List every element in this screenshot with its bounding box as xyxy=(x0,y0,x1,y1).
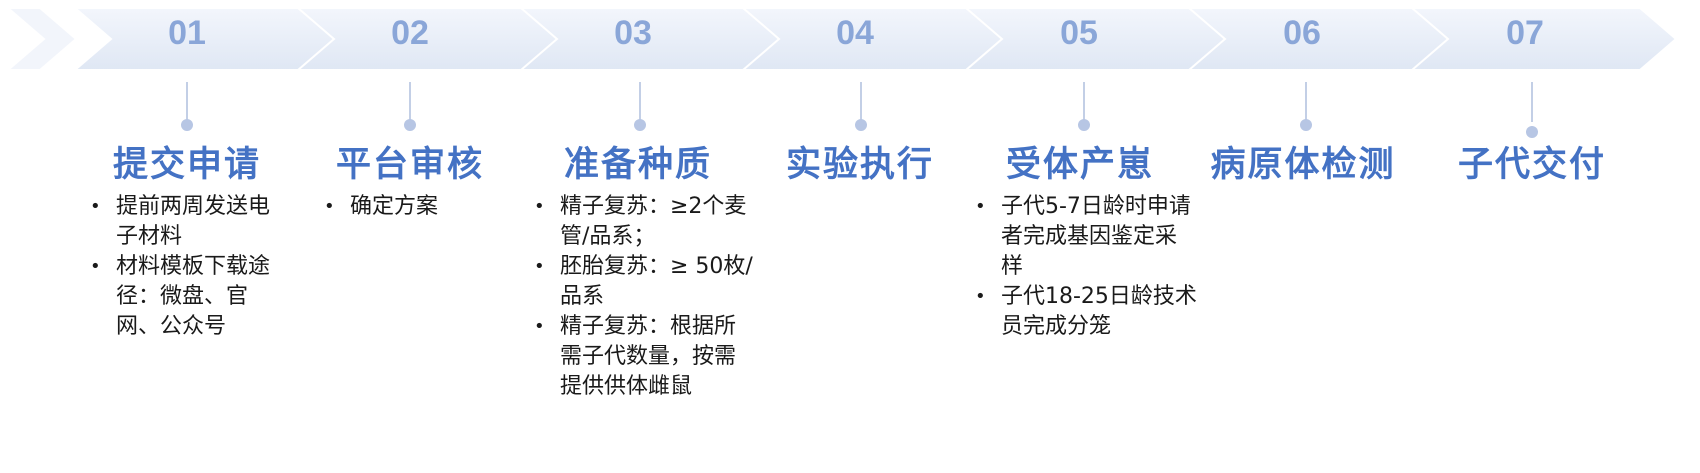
step-6-number: 06 xyxy=(1283,14,1321,52)
step-5-connector xyxy=(1083,82,1085,122)
step-2-connector xyxy=(409,82,411,122)
step-4-connector xyxy=(860,82,862,122)
step-1-items: 提前两周发送电子材料 材料模板下载途径：微盘、官网、公众号 xyxy=(88,192,278,342)
step-7-title: 子代交付 xyxy=(1457,145,1606,185)
step-3-title: 准备种质 xyxy=(563,145,712,185)
step-3-number: 03 xyxy=(614,14,652,52)
step-7-connector xyxy=(1531,82,1533,122)
step-6-title: 病原体检测 xyxy=(1210,145,1396,185)
step-3-item: 精子复苏：根据所需子代数量，按需提供供体雌鼠 xyxy=(532,312,756,402)
step-7-dot xyxy=(1526,126,1538,138)
step-3-item: 精子复苏：≥2个麦管/品系； xyxy=(532,192,756,252)
step-1-dot xyxy=(181,119,193,131)
step-5-title: 受体产崽 xyxy=(1005,145,1154,185)
step-2-number: 02 xyxy=(391,14,429,52)
step-1-number: 01 xyxy=(168,14,206,52)
chevron-lead xyxy=(5,7,78,71)
step-6-connector xyxy=(1305,82,1307,122)
step-2-item: 确定方案 xyxy=(322,192,512,222)
step-3-connector xyxy=(639,82,641,122)
step-2-dot xyxy=(404,119,416,131)
step-4-number: 04 xyxy=(836,14,874,52)
step-2-items: 确定方案 xyxy=(322,192,512,222)
step-1-item: 提前两周发送电子材料 xyxy=(88,192,278,252)
step-6-dot xyxy=(1300,119,1312,131)
step-3-item: 胚胎复苏：≥ 50枚/品系 xyxy=(532,252,756,312)
step-2-title: 平台审核 xyxy=(335,145,484,185)
step-4-dot xyxy=(855,119,867,131)
step-5-item: 子代5-7日龄时申请者完成基因鉴定采样 xyxy=(973,192,1197,282)
step-1-connector xyxy=(186,82,188,122)
chevron-arrow-band xyxy=(5,7,1678,71)
step-1-title: 提交申请 xyxy=(112,145,261,185)
step-3-dot xyxy=(634,119,646,131)
step-5-dot xyxy=(1078,119,1090,131)
step-4-title: 实验执行 xyxy=(785,145,934,185)
step-5-items: 子代5-7日龄时申请者完成基因鉴定采样 子代18-25日龄技术员完成分笼 xyxy=(973,192,1197,342)
step-3-items: 精子复苏：≥2个麦管/品系； 胚胎复苏：≥ 50枚/品系 精子复苏：根据所需子代… xyxy=(532,192,756,402)
step-7-number: 07 xyxy=(1506,14,1544,52)
step-5-number: 05 xyxy=(1060,14,1098,52)
chevron-step-7 xyxy=(1409,7,1678,71)
step-5-item: 子代18-25日龄技术员完成分笼 xyxy=(973,282,1197,342)
step-1-item: 材料模板下载途径：微盘、官网、公众号 xyxy=(88,252,278,342)
